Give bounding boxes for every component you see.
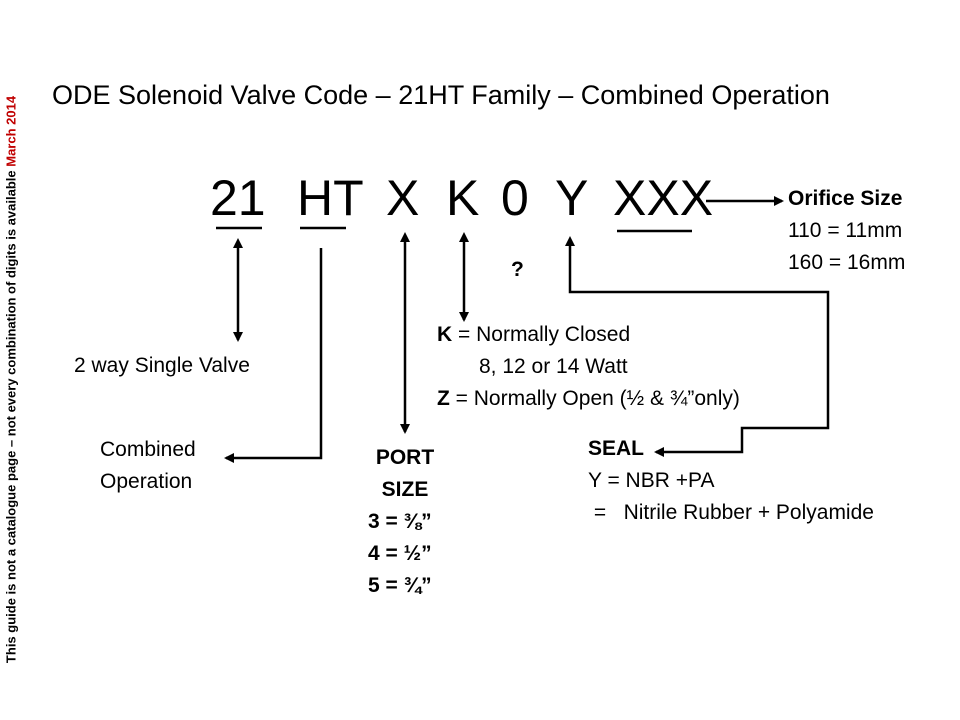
orifice-line-160: 160 = 16mm [788, 251, 906, 274]
port-heading-1: PORT [375, 446, 435, 469]
seal-line-2: = Nitrile Rubber + Polyamide [588, 501, 874, 524]
unknown-digit-marker: ? [511, 258, 524, 281]
port-line-4: 4 = ½” [368, 542, 432, 565]
port-heading-2: SIZE [381, 478, 429, 501]
function-k-key: K [437, 323, 453, 346]
port-line-5: 5 = ¾” [368, 574, 432, 597]
orifice-block: Orifice Size 110 = 11mm 160 = 16mm [788, 183, 905, 279]
operation-block: Combined Operation [100, 434, 196, 498]
code-x: X [386, 170, 420, 226]
code-y: Y [555, 170, 589, 226]
code-k: K [446, 170, 480, 226]
function-z-key: Z [437, 387, 450, 410]
code-xxx: XXX [613, 170, 714, 226]
port-line-3: 3 = ⅜” [368, 510, 432, 533]
code-0: 0 [501, 170, 529, 226]
port-block: PORT SIZE 3 = ⅜” 4 = ½” 5 = ¾” [362, 442, 448, 602]
seal-line-1: Y = NBR +PA [588, 469, 715, 492]
arrow-y-seal [565, 236, 830, 457]
page-title: ODE Solenoid Valve Code – 21HT Family – … [52, 80, 830, 110]
code-ht: HT [297, 170, 364, 226]
operation-line-2: Operation [100, 470, 193, 493]
operation-line-1: Combined [100, 438, 196, 461]
seal-block: SEAL Y = NBR +PA = Nitrile Rubber + Poly… [588, 433, 874, 529]
orifice-heading: Orifice Size [788, 187, 903, 210]
code-21: 21 [210, 170, 266, 226]
valve-type-label: 2 way Single Valve [74, 354, 250, 377]
orifice-line-110: 110 = 11mm [788, 219, 903, 242]
arrow-ht-operation [224, 248, 323, 463]
